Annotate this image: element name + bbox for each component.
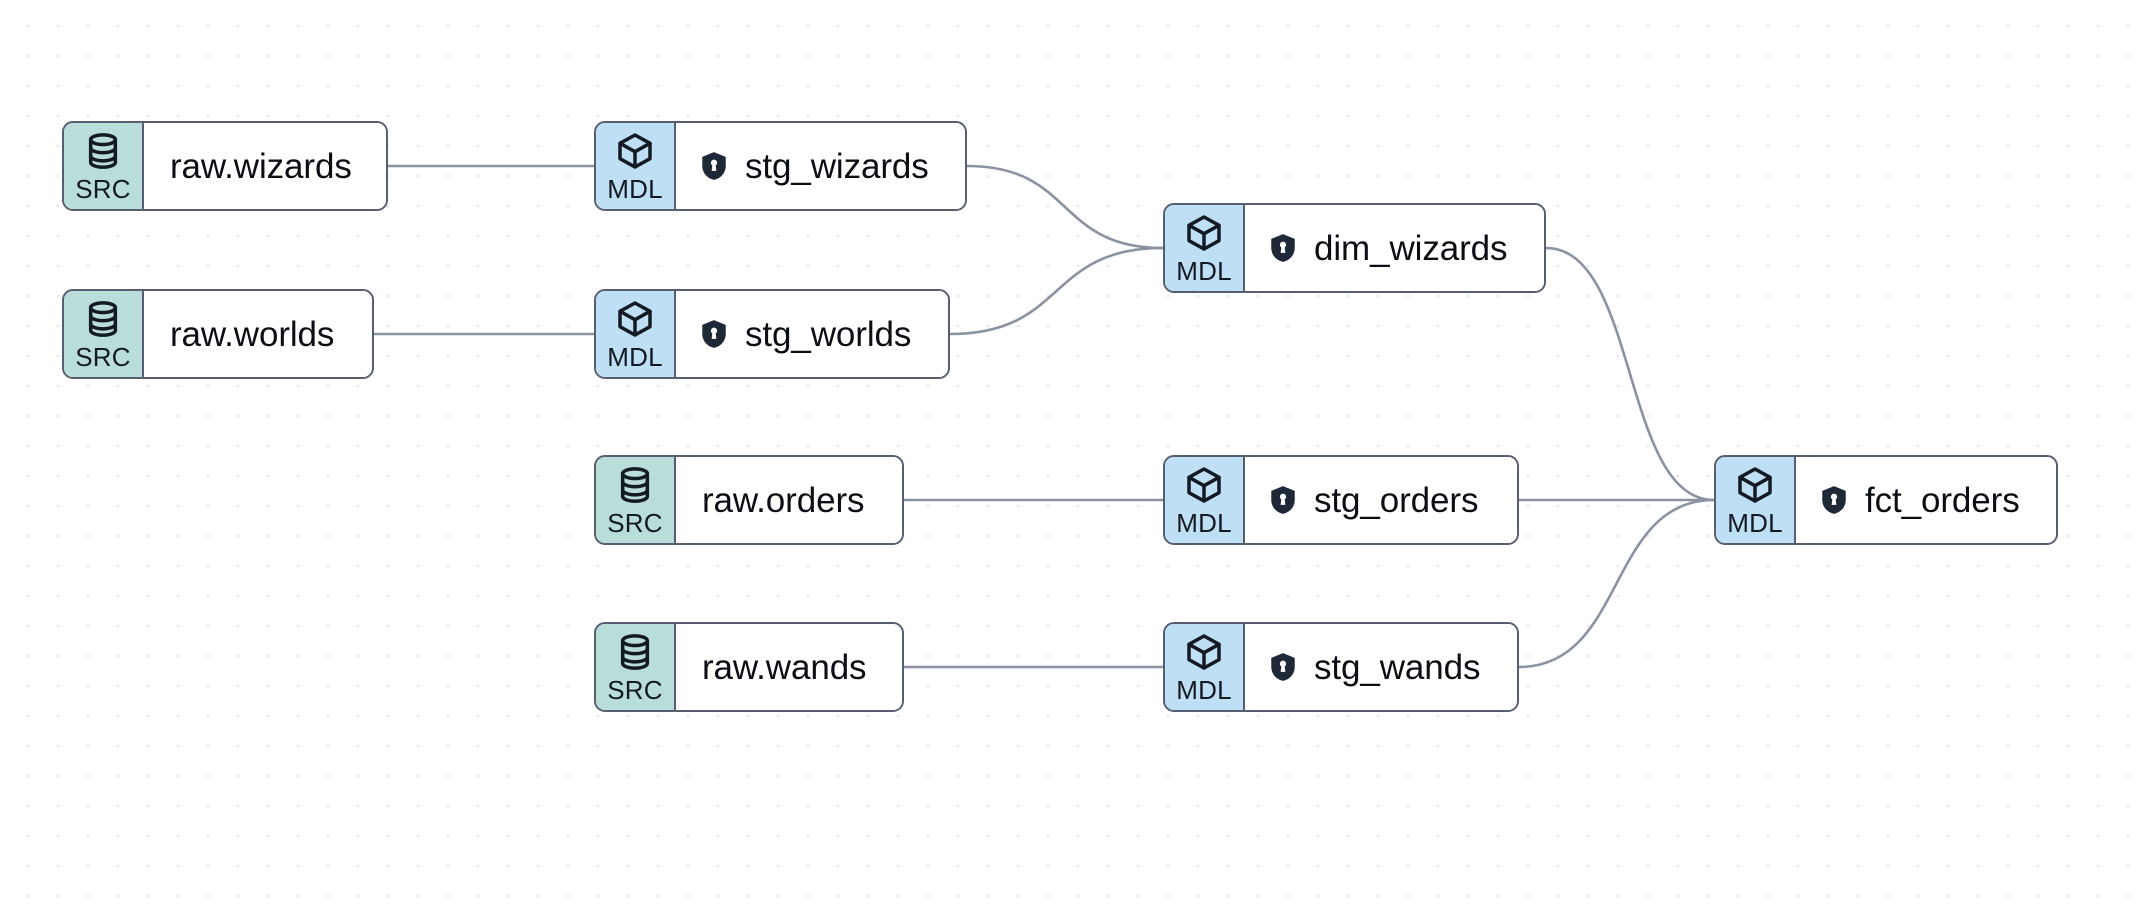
shield-lock-icon	[698, 317, 730, 351]
edge-stg_wands-to-fct_orders	[1517, 498, 1716, 669]
edge-dim_wizards-to-fct_orders	[1544, 246, 1716, 502]
node-type-badge-mdl: MDL	[596, 291, 676, 377]
node-type-badge-mdl: MDL	[1716, 457, 1796, 543]
node-label: stg_wands	[1314, 647, 1481, 687]
lineage-node-stg_wizards[interactable]: MDL stg_wizards	[594, 121, 967, 211]
node-type-label: MDL	[1176, 675, 1232, 705]
node-type-label: SRC	[75, 174, 131, 204]
node-label: raw.worlds	[170, 314, 335, 354]
node-type-label: MDL	[1176, 256, 1232, 286]
node-body[interactable]: stg_wands	[1245, 624, 1517, 710]
node-body[interactable]: raw.worlds	[144, 291, 372, 377]
node-type-label: SRC	[607, 675, 663, 705]
cube-icon	[1184, 631, 1224, 673]
node-body[interactable]: raw.wizards	[144, 123, 386, 209]
lineage-node-fct_orders[interactable]: MDL fct_orders	[1714, 455, 2058, 545]
node-label: raw.orders	[702, 480, 865, 520]
node-type-label: MDL	[1176, 508, 1232, 538]
database-icon	[615, 631, 655, 673]
shield-lock-icon	[1818, 483, 1850, 517]
node-type-badge-src: SRC	[596, 457, 676, 543]
lineage-node-raw_wands[interactable]: SRC raw.wands	[594, 622, 904, 712]
node-body[interactable]: stg_orders	[1245, 457, 1517, 543]
edge-stg_wizards-to-dim_wizards	[965, 164, 1165, 250]
node-type-badge-src: SRC	[64, 123, 144, 209]
shield-lock-icon	[1267, 650, 1299, 684]
node-type-badge-mdl: MDL	[1165, 457, 1245, 543]
cube-icon	[1184, 212, 1224, 254]
edge-stg_worlds-to-dim_wizards	[948, 246, 1165, 336]
cube-icon	[1735, 464, 1775, 506]
database-icon	[83, 298, 123, 340]
node-type-badge-mdl: MDL	[596, 123, 676, 209]
cube-icon	[1184, 464, 1224, 506]
node-body[interactable]: stg_wizards	[676, 123, 965, 209]
lineage-node-stg_orders[interactable]: MDL stg_orders	[1163, 455, 1519, 545]
node-type-label: SRC	[607, 508, 663, 538]
node-body[interactable]: raw.orders	[676, 457, 902, 543]
node-body[interactable]: dim_wizards	[1245, 205, 1544, 291]
node-type-label: MDL	[607, 174, 663, 204]
node-label: stg_wizards	[745, 146, 929, 186]
node-body[interactable]: raw.wands	[676, 624, 902, 710]
node-type-label: MDL	[607, 342, 663, 372]
lineage-node-raw_wizards[interactable]: SRC raw.wizards	[62, 121, 388, 211]
node-label: dim_wizards	[1314, 228, 1508, 268]
node-label: raw.wands	[702, 647, 867, 687]
database-icon	[615, 464, 655, 506]
node-type-badge-mdl: MDL	[1165, 205, 1245, 291]
shield-lock-icon	[698, 149, 730, 183]
node-type-badge-src: SRC	[64, 291, 144, 377]
database-icon	[83, 130, 123, 172]
lineage-node-raw_worlds[interactable]: SRC raw.worlds	[62, 289, 374, 379]
shield-lock-icon	[1267, 231, 1299, 265]
lineage-node-stg_worlds[interactable]: MDL stg_worlds	[594, 289, 950, 379]
node-type-badge-mdl: MDL	[1165, 624, 1245, 710]
node-label: fct_orders	[1865, 480, 2020, 520]
lineage-node-stg_wands[interactable]: MDL stg_wands	[1163, 622, 1519, 712]
node-label: stg_worlds	[745, 314, 912, 354]
node-label: stg_orders	[1314, 480, 1479, 520]
shield-lock-icon	[1267, 483, 1299, 517]
node-label: raw.wizards	[170, 146, 352, 186]
lineage-node-dim_wizards[interactable]: MDL dim_wizards	[1163, 203, 1546, 293]
node-type-label: SRC	[75, 342, 131, 372]
node-body[interactable]: fct_orders	[1796, 457, 2056, 543]
node-type-badge-src: SRC	[596, 624, 676, 710]
node-type-label: MDL	[1727, 508, 1783, 538]
node-body[interactable]: stg_worlds	[676, 291, 948, 377]
cube-icon	[615, 130, 655, 172]
lineage-node-raw_orders[interactable]: SRC raw.orders	[594, 455, 904, 545]
cube-icon	[615, 298, 655, 340]
